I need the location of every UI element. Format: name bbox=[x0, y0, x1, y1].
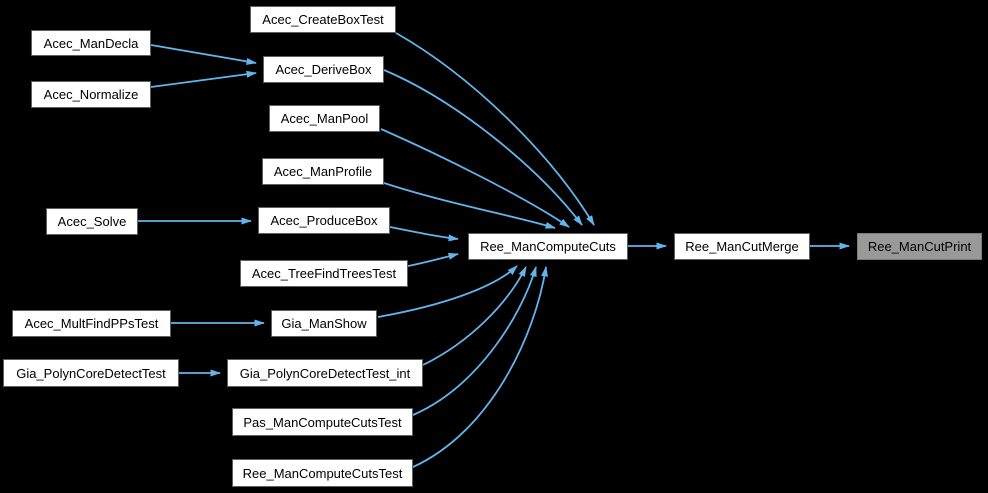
node-ree-mancomputecutstest[interactable]: Ree_ManComputeCutsTest bbox=[232, 459, 413, 487]
node-acec-mandecla[interactable]: Acec_ManDecla bbox=[31, 30, 151, 56]
node-label: Ree_ManComputeCutsTest bbox=[242, 465, 403, 481]
node-acec-derivebox[interactable]: Acec_DeriveBox bbox=[263, 56, 384, 83]
node-acec-manpool[interactable]: Acec_ManPool bbox=[269, 105, 380, 132]
node-gia-polyncoredetecttest[interactable]: Gia_PolynCoreDetectTest bbox=[3, 359, 179, 387]
node-label: Gia_PolynCoreDetectTest bbox=[16, 365, 166, 381]
node-label: Pas_ManComputeCutsTest bbox=[243, 414, 402, 430]
node-label: Acec_DeriveBox bbox=[275, 62, 372, 77]
node-label: Ree_ManComputeCuts bbox=[480, 239, 616, 254]
node-label: Acec_ManProfile bbox=[273, 164, 373, 179]
node-gia-manshow[interactable]: Gia_ManShow bbox=[271, 310, 377, 337]
edge-acec-treefindtreestest-to-ree-mancomputecuts bbox=[407, 252, 459, 267]
node-ree-mancomputecuts[interactable]: Ree_ManComputeCuts bbox=[468, 233, 628, 260]
node-label: Ree_ManCutPrint bbox=[867, 239, 972, 254]
node-ree-mancutprint: Ree_ManCutPrint bbox=[857, 233, 982, 260]
node-label: Acec_ManDecla bbox=[43, 35, 139, 51]
edge-gia-polyncoredetecttest-int-to-ree-mancomputecuts bbox=[422, 266, 527, 366]
edge-ree-mancomputecutstest-to-ree-mancomputecuts bbox=[412, 266, 548, 468]
node-pas-mancomputecutstest[interactable]: Pas_ManComputeCutsTest bbox=[232, 408, 413, 436]
node-label: Ree_ManCutMerge bbox=[685, 239, 799, 254]
node-label: Acec_ProduceBox bbox=[270, 213, 378, 228]
node-label: Acec_TreeFindTreesTest bbox=[251, 266, 397, 281]
node-acec-treefindtreestest[interactable]: Acec_TreeFindTreesTest bbox=[240, 260, 408, 287]
node-label: Gia_PolynCoreDetectTest_int bbox=[239, 365, 411, 381]
node-acec-multfindppstest[interactable]: Acec_MultFindPPsTest bbox=[12, 310, 171, 337]
edge-acec-derivebox-to-ree-mancomputecuts bbox=[383, 69, 583, 226]
node-label: Acec_ManPool bbox=[280, 111, 369, 126]
edge-gia-manshow-to-ree-mancomputecuts bbox=[377, 265, 518, 318]
edge-acec-producebox-to-ree-mancomputecuts bbox=[389, 226, 459, 242]
node-label: Acec_Normalize bbox=[43, 87, 139, 102]
node-ree-mancutmerge[interactable]: Ree_ManCutMerge bbox=[674, 233, 810, 260]
edge-pas-mancomputecutstest-to-ree-mancomputecuts bbox=[412, 266, 537, 416]
node-gia-polyncoredetecttest-int[interactable]: Gia_PolynCoreDetectTest_int bbox=[227, 359, 423, 387]
edge-acec-createboxtest-to-ree-mancomputecuts bbox=[395, 32, 595, 226]
node-acec-manprofile[interactable]: Acec_ManProfile bbox=[262, 158, 384, 185]
edge-acec-manpool-to-ree-mancomputecuts bbox=[380, 128, 570, 228]
node-acec-solve[interactable]: Acec_Solve bbox=[46, 208, 138, 235]
node-acec-normalize[interactable]: Acec_Normalize bbox=[31, 81, 151, 108]
node-acec-producebox[interactable]: Acec_ProduceBox bbox=[258, 207, 390, 234]
edge-acec-mandecla-to-acec-derivebox bbox=[150, 44, 257, 65]
edge-acec-manprofile-to-ree-mancomputecuts bbox=[383, 182, 556, 229]
node-label: Acec_Solve bbox=[57, 214, 127, 229]
node-label: Acec_CreateBoxTest bbox=[262, 12, 384, 27]
node-acec-createboxtest[interactable]: Acec_CreateBoxTest bbox=[250, 6, 396, 33]
node-label: Gia_ManShow bbox=[281, 316, 367, 331]
edge-acec-normalize-to-acec-derivebox bbox=[150, 70, 257, 88]
node-label: Acec_MultFindPPsTest bbox=[24, 316, 159, 331]
